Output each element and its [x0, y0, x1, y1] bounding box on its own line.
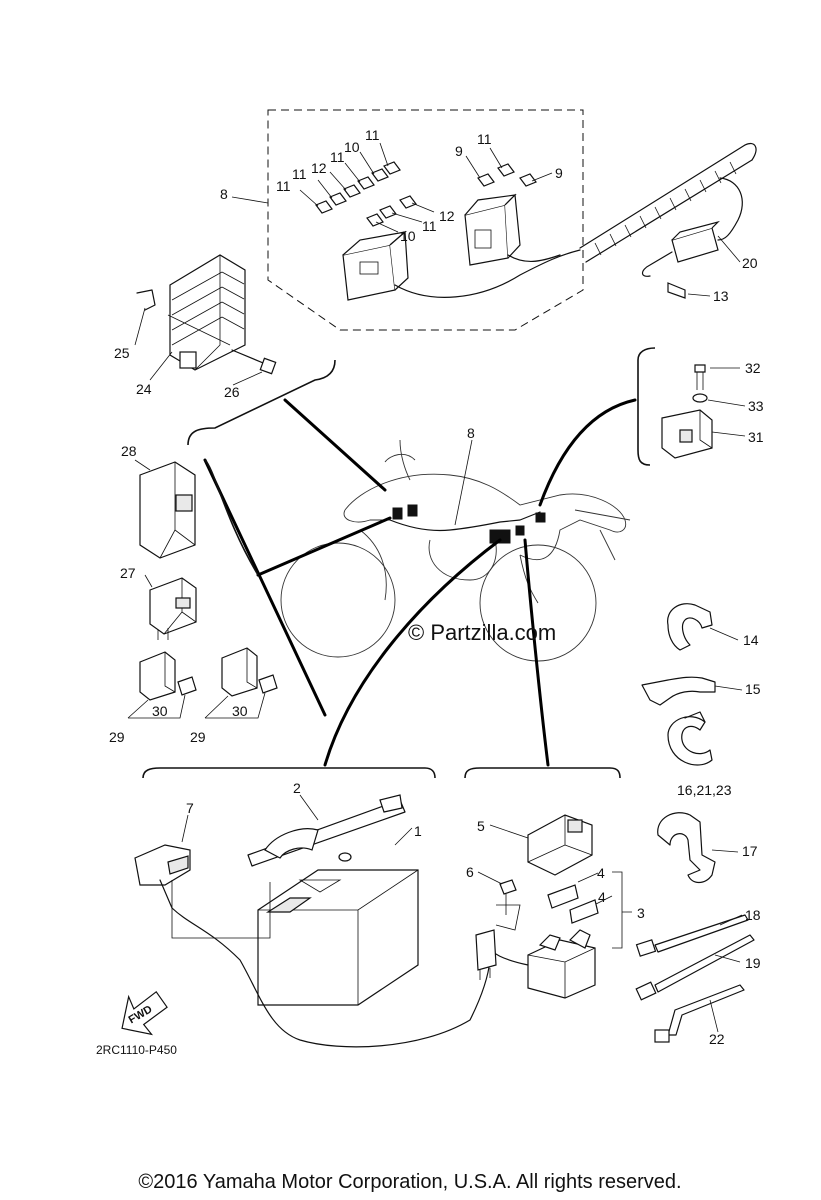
clamp-15[interactable] — [641, 676, 716, 706]
connector-29-right[interactable] — [221, 647, 258, 697]
callout-11f: 11 — [422, 218, 437, 234]
callout-10b: 10 — [400, 228, 416, 244]
callout-12: 12 — [311, 160, 327, 176]
battery-1[interactable] — [257, 852, 419, 1006]
starter-relay-3[interactable] — [475, 904, 596, 999]
cable-tie-19[interactable] — [635, 934, 755, 1001]
diagram-code: 2RC1110-P450 — [96, 1043, 177, 1057]
callout-29b: 29 — [190, 729, 206, 745]
callout-25: 25 — [114, 345, 130, 361]
callout-10: 10 — [344, 139, 360, 155]
callout-33: 33 — [748, 398, 764, 414]
connection-lines — [203, 398, 637, 767]
cover-5[interactable] — [527, 814, 593, 876]
copyright-notice: ©2016 Yamaha Motor Corporation, U.S.A. A… — [138, 1171, 681, 1193]
bolt-13[interactable] — [667, 282, 711, 299]
clamp-17[interactable] — [657, 812, 716, 884]
bolt-6[interactable] — [499, 879, 517, 915]
watermark: © Partzilla.com — [408, 620, 556, 645]
cable-tie-18[interactable] — [635, 914, 749, 957]
fwd-arrow-icon: FWD — [121, 990, 168, 1036]
callout-5: 5 — [477, 818, 485, 834]
callout-1: 1 — [414, 823, 422, 839]
rectifier-regulator-24[interactable] — [169, 254, 246, 371]
fuse-box-group — [267, 109, 584, 331]
fuse-4[interactable] — [547, 884, 599, 924]
callout-8: 8 — [220, 186, 228, 202]
callout-20: 20 — [742, 255, 758, 271]
callout-18: 18 — [745, 907, 761, 923]
callout-7: 7 — [186, 800, 194, 816]
callout-29: 29 — [109, 729, 125, 745]
callout-11: 11 — [365, 127, 380, 143]
callout-9: 9 — [455, 143, 463, 159]
callout-28: 28 — [121, 443, 137, 459]
callout-22: 22 — [709, 1031, 725, 1047]
clamp-14[interactable] — [667, 603, 713, 651]
callout-26: 26 — [224, 384, 240, 400]
callout-13: 13 — [713, 288, 729, 304]
fuse-box-right[interactable] — [464, 193, 521, 266]
relay-27[interactable] — [149, 577, 197, 640]
callout-11e: 11 — [477, 131, 492, 147]
callout-27: 27 — [120, 565, 136, 581]
harness-connector-20[interactable] — [641, 220, 741, 277]
callout-14: 14 — [743, 632, 759, 648]
callout-16-21-23: 16,21,23 — [677, 782, 732, 798]
fuse-box-left[interactable] — [342, 230, 409, 301]
callout-11c: 11 — [292, 166, 307, 182]
callout-9b: 9 — [555, 165, 563, 181]
callout-8b: 8 — [467, 425, 475, 441]
bracket-25[interactable] — [136, 289, 156, 311]
sensor-31[interactable] — [661, 409, 713, 459]
callout-4: 4 — [597, 865, 605, 881]
wire-harness-tube — [579, 142, 757, 263]
relay-28[interactable] — [139, 461, 196, 559]
callout-15: 15 — [745, 681, 761, 697]
connector-29-left[interactable] — [139, 651, 176, 701]
callout-30: 30 — [152, 703, 168, 719]
callout-19: 19 — [745, 955, 761, 971]
battery-lead-7[interactable] — [134, 844, 491, 1048]
callout-11b: 11 — [330, 149, 345, 165]
callout-30b: 30 — [232, 703, 248, 719]
callout-6: 6 — [466, 864, 474, 880]
connector-30-left[interactable] — [177, 676, 197, 696]
bolt-26[interactable] — [231, 349, 277, 375]
motorcycle-outline — [280, 439, 631, 662]
connector-30-right[interactable] — [258, 674, 278, 694]
callout-12b: 12 — [439, 208, 455, 224]
callout-3: 3 — [637, 905, 645, 921]
clamp-16-21-23[interactable] — [667, 711, 713, 766]
callout-11d: 11 — [276, 178, 291, 194]
callout-4b: 4 — [598, 889, 606, 905]
battery-band-2[interactable] — [247, 794, 406, 867]
callout-24: 24 — [136, 381, 152, 397]
callout-2: 2 — [293, 780, 301, 796]
callout-17: 17 — [742, 843, 758, 859]
callout-labels: 1 2 3 4 4 5 6 7 8 8 9 9 10 10 11 11 11 1… — [109, 127, 764, 1047]
washer-33[interactable] — [692, 393, 708, 403]
cable-tie-22[interactable] — [654, 984, 745, 1043]
callout-31: 31 — [748, 429, 764, 445]
callout-32: 32 — [745, 360, 761, 376]
bolt-32[interactable] — [694, 364, 706, 390]
